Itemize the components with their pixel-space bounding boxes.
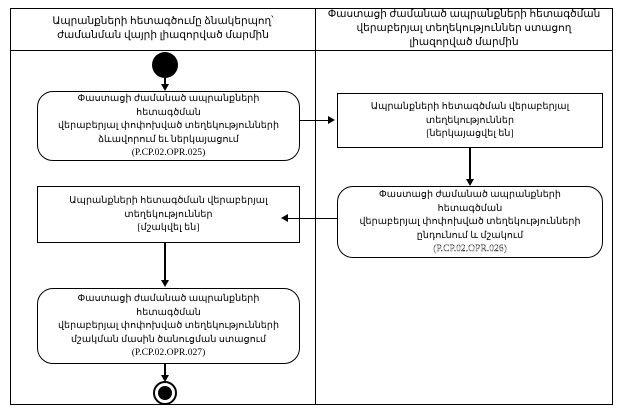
initial-node[interactable] — [152, 52, 178, 78]
action-node-opr-027[interactable]: Փաստացի ժամանած ապրանքների հետագծման վեր… — [37, 288, 300, 364]
object-node-info-processed-label: Ապրանքների հետագծման վերաբերյալ տեղեկութ… — [69, 195, 268, 234]
render-artifact-ghost-text: (P.CP.02.OPR.026) — [433, 244, 507, 255]
lane-header-rule — [10, 50, 613, 51]
edge-object-submitted-to-action026 — [469, 148, 471, 180]
arrowhead-left-icon — [281, 213, 288, 222]
action-node-opr-027-label: Փաստացի ժամանած ապրանքների հետագծման վեր… — [57, 292, 280, 359]
edge-object-processed-to-action027 — [164, 243, 166, 281]
action-node-opr-025-label: Փաստացի ժամանած ապրանքների հետագծման վեր… — [57, 92, 280, 159]
edge-action025-to-object-submitted — [300, 119, 330, 121]
activity-final-node[interactable] — [153, 381, 177, 405]
action-node-opr-026-label: Փաստացի ժամանած ապրանքների հետագծման վեր… — [359, 188, 581, 255]
arrowhead-down-icon — [160, 84, 169, 91]
lane-title-left: Ապրանքների հետագծումը ձնակերպող՝ ժամանմա… — [52, 15, 274, 41]
object-node-info-processed[interactable]: Ապրանքների հետագծման վերաբերյալ տեղեկութ… — [37, 186, 300, 243]
lane-divider — [315, 8, 316, 405]
action-node-opr-025[interactable]: Փաստացի ժամանած ապրանքների հետագծման վեր… — [37, 91, 300, 161]
edge-action026-to-object-processed — [288, 217, 337, 219]
lane-title-right: Փաստացի ժամանած ապրանքների հետագծման վեր… — [327, 8, 601, 49]
object-node-info-submitted[interactable]: Ապրանքների հետագծման վերաբերյալ տեղեկութ… — [337, 93, 603, 148]
arrowhead-down-icon — [465, 179, 474, 186]
edge-start-to-action025 — [164, 78, 166, 87]
arrowhead-down-icon — [160, 375, 169, 382]
arrowhead-right-icon — [328, 115, 335, 124]
object-node-info-submitted-label: Ապրանքների հետագծման վերաբերյալ տեղեկութ… — [370, 101, 570, 140]
action-node-opr-026[interactable]: Փաստացի ժամանած ապրանքների հետագծման վեր… — [337, 186, 603, 258]
arrowhead-down-icon — [160, 280, 169, 287]
edge-action027-to-final — [164, 364, 166, 377]
